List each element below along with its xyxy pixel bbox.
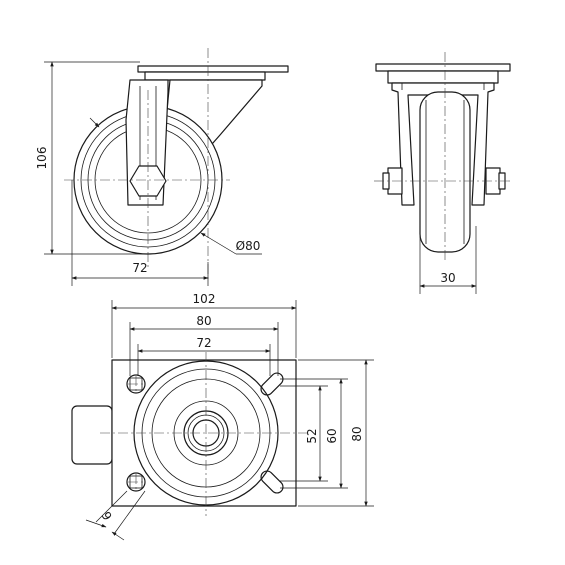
side-top-plate <box>137 65 289 73</box>
dim-slot-spacing-mid-label: 60 <box>325 428 339 443</box>
top-wheel-projection <box>71 405 113 465</box>
top-view-dimensions: 102 80 72 52 60 80 9 <box>85 292 374 541</box>
side-view <box>64 48 289 282</box>
dim-height-label: 106 <box>35 147 49 170</box>
top-mounting-hole-bl <box>126 472 146 492</box>
top-view <box>71 352 310 516</box>
side-swivel-housing <box>144 71 266 81</box>
dim-hole-spacing-inner-label: 72 <box>196 336 211 350</box>
top-mounting-slot-br <box>260 470 284 494</box>
dim-offset-label: 72 <box>132 261 147 275</box>
front-view-dimensions: 30 <box>419 226 477 294</box>
top-mounting-slot-tr <box>260 372 284 396</box>
dim-wheel-width-label: 30 <box>440 271 455 285</box>
dim-hole-spacing-outer-label: 80 <box>196 314 211 328</box>
dim-plate-width-label: 102 <box>193 292 216 306</box>
dim-wheel-diameter-label: Ø80 <box>236 239 261 253</box>
front-top-plate <box>375 63 511 72</box>
front-swivel-housing <box>387 70 499 84</box>
dim-hole-size-label: 9 <box>98 509 114 523</box>
front-view <box>374 52 512 262</box>
dim-slot-spacing-inner-label: 52 <box>305 428 319 443</box>
top-mounting-hole-tl <box>126 374 146 394</box>
dim-plate-depth-label: 80 <box>350 426 364 441</box>
side-view-dimensions: 106 72 Ø80 <box>35 61 262 286</box>
